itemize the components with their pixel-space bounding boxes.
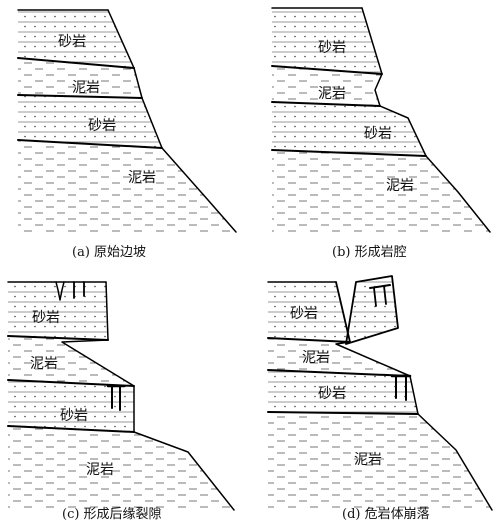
layer-label: 泥岩 <box>318 86 346 102</box>
panel-b: 砂岩 泥岩 砂岩 泥岩 (b) 形成岩腔 <box>271 7 491 260</box>
layer-label: 泥岩 <box>354 452 382 468</box>
layer-label: 砂岩 <box>318 386 346 402</box>
mudstone-upper <box>268 338 410 376</box>
panel-a: 砂岩 泥岩 砂岩 泥岩 (a) 原始边坡 <box>17 9 237 260</box>
falling-block-outline <box>345 275 399 345</box>
panel-c: 砂岩 泥岩 砂岩 泥岩 (c) 形成后缘裂隙 <box>7 281 235 522</box>
mudstone-lower <box>272 150 490 232</box>
sandstone-upper <box>272 8 382 74</box>
sandstone-upper <box>268 282 350 342</box>
sandstone-lower <box>8 380 134 432</box>
sandstone-upper <box>8 282 108 340</box>
slope-profile <box>61 281 235 511</box>
layer-label: 砂岩 <box>58 34 86 50</box>
layer-label: 泥岩 <box>72 80 100 96</box>
sandstone-lower <box>18 95 162 148</box>
layer-label: 泥岩 <box>30 356 58 372</box>
block-crack <box>373 287 377 307</box>
layer-label: 砂岩 <box>88 118 116 134</box>
layer-label: 砂岩 <box>60 408 88 424</box>
mudstone-lower <box>268 412 492 510</box>
slope-profile <box>335 341 493 511</box>
layer-label: 泥岩 <box>86 462 114 478</box>
block-crack <box>383 285 387 305</box>
layer-label: 砂岩 <box>290 306 318 322</box>
layer-label: 砂岩 <box>318 40 346 56</box>
sandstone-lower <box>272 102 426 156</box>
layer-label: 砂岩 <box>32 310 60 326</box>
panel-d: 砂岩 泥岩 砂岩 泥岩 (d) 危岩体崩落 <box>267 275 493 522</box>
layer-label: 砂岩 <box>364 126 392 142</box>
panel-caption: (b) 形成岩腔 <box>332 245 407 260</box>
layer-label: 泥岩 <box>386 178 414 194</box>
mudstone-upper <box>18 58 142 98</box>
layer-label: 泥岩 <box>128 170 156 186</box>
panel-caption: (d) 危岩体崩落 <box>342 507 430 522</box>
mudstone-lower <box>18 140 236 232</box>
mudstone-upper <box>8 336 134 386</box>
mudstone-lower <box>8 426 234 510</box>
rear-crack <box>55 281 65 301</box>
panel-caption: (a) 原始边坡 <box>72 245 146 260</box>
layer-label: 泥岩 <box>302 350 330 366</box>
sandstone-upper <box>18 10 134 68</box>
slope-profile <box>107 9 237 233</box>
mudstone-upper-recessed <box>272 66 382 106</box>
falling-block <box>346 276 398 344</box>
slope-profile <box>361 7 491 233</box>
sandstone-lower <box>268 370 418 414</box>
panel-caption: (c) 形成后缘裂隙 <box>62 507 162 522</box>
